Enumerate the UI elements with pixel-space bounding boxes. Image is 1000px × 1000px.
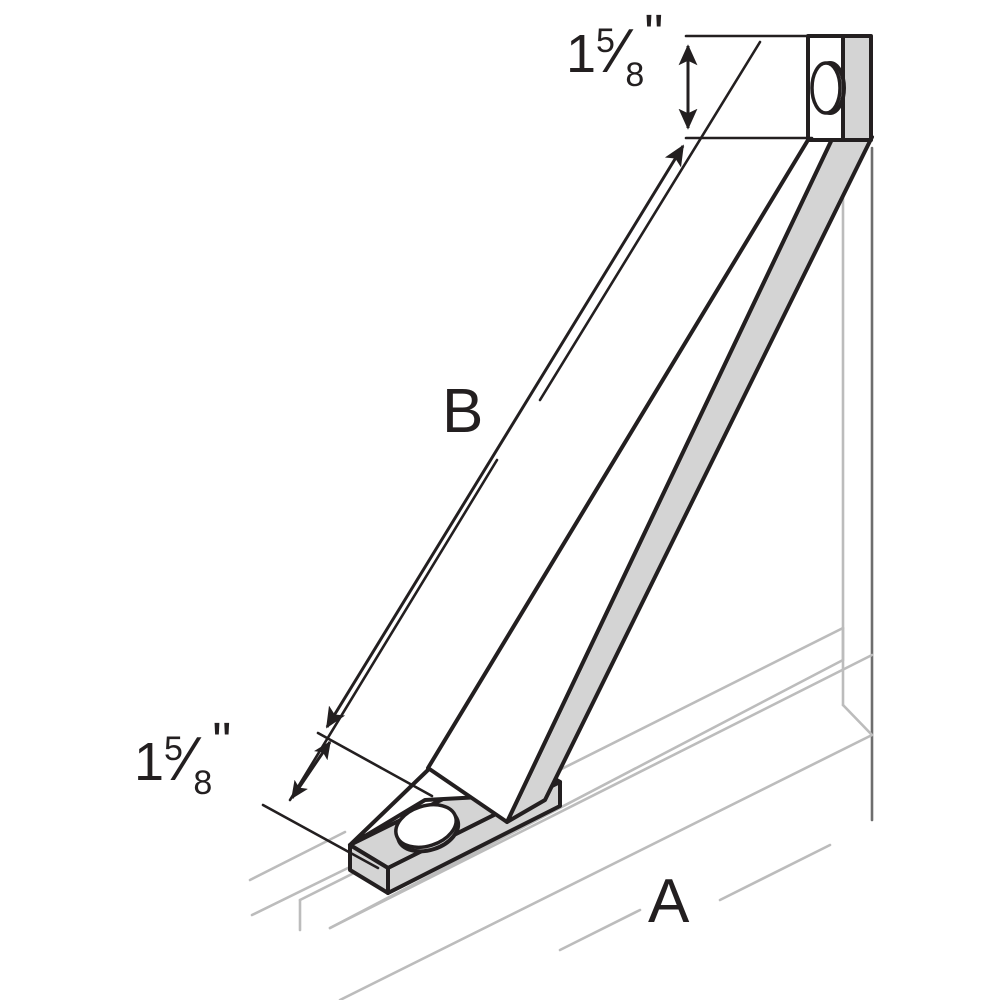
strut-length-arrow (325, 144, 685, 729)
bottom-dim-ext-upper (316, 731, 434, 798)
label-B: B (442, 377, 483, 446)
bottom-dimension-label: 15⁄8" (134, 712, 231, 802)
top-width-dimension (678, 34, 814, 140)
bottom-dim-arrow (290, 740, 332, 800)
strut-shaded-face (505, 135, 874, 824)
bottom-plate-hole-inner (394, 802, 458, 850)
top-plate-side-face (841, 34, 873, 142)
diagonal-strut (426, 135, 874, 824)
strut-top-face (426, 135, 835, 824)
top-plate-hole-inner (810, 61, 842, 115)
bottom-width-dimension (261, 731, 434, 870)
top-dimension-label: 15⁄8" (566, 4, 663, 94)
wall-reference-lines (841, 146, 874, 822)
label-A: A (648, 867, 690, 936)
top-mounting-plate (806, 34, 873, 142)
strut-length-ext-upper (538, 40, 762, 402)
bottom-dim-ext-lower (261, 803, 380, 870)
